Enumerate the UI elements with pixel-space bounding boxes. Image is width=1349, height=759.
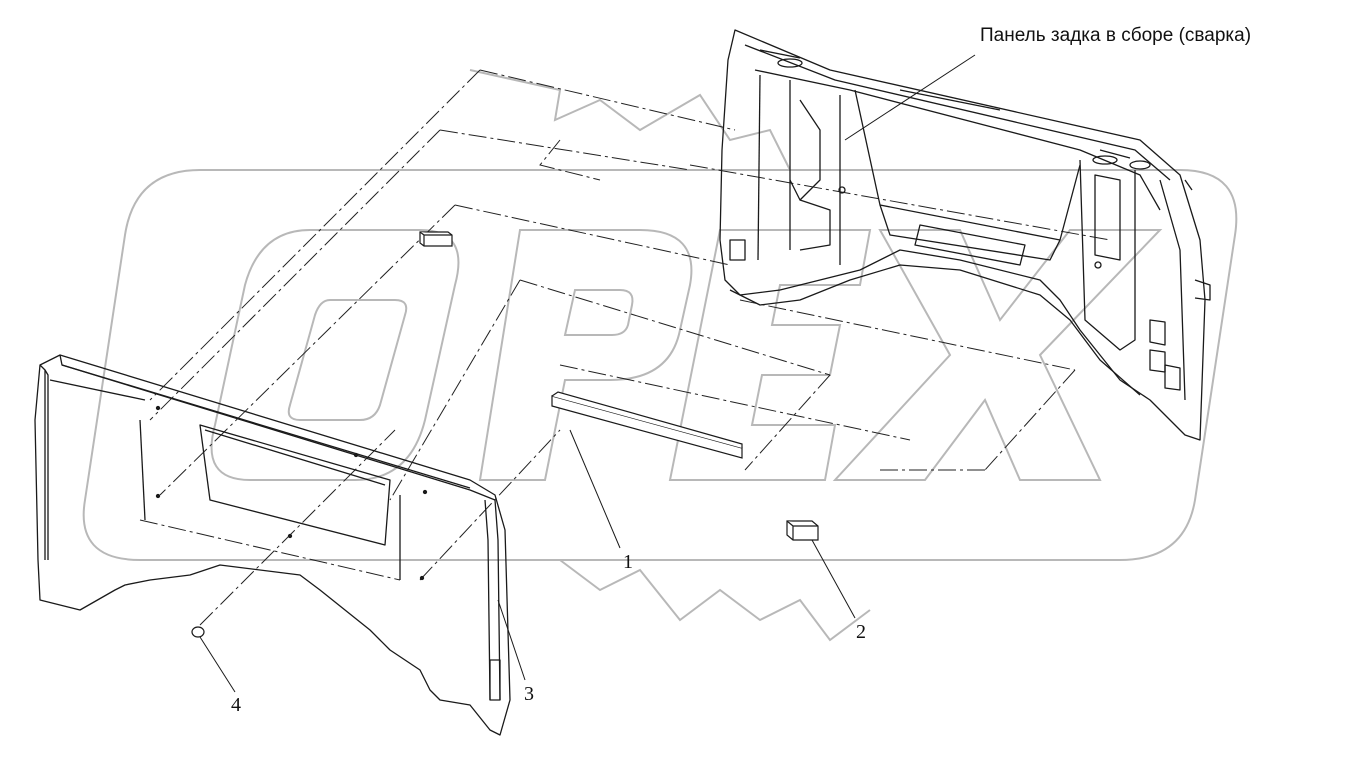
inner-trim-panel — [34, 354, 511, 736]
watermark-logo — [82, 69, 1238, 642]
leader-lines — [199, 54, 976, 693]
diagram-title: Панель задка в сборе (сварка) — [980, 25, 1252, 46]
callout-2: 2 — [856, 621, 866, 643]
part-2-pad — [419, 231, 819, 541]
rear-panel-assembly — [719, 29, 1211, 441]
callout-3: 3 — [524, 683, 534, 705]
part-1-seal-strip — [551, 391, 743, 459]
assembly-dashdot-lines — [139, 69, 1111, 626]
part-4-clip — [191, 626, 205, 638]
callout-1: 1 — [623, 551, 633, 573]
callout-4: 4 — [231, 694, 241, 716]
